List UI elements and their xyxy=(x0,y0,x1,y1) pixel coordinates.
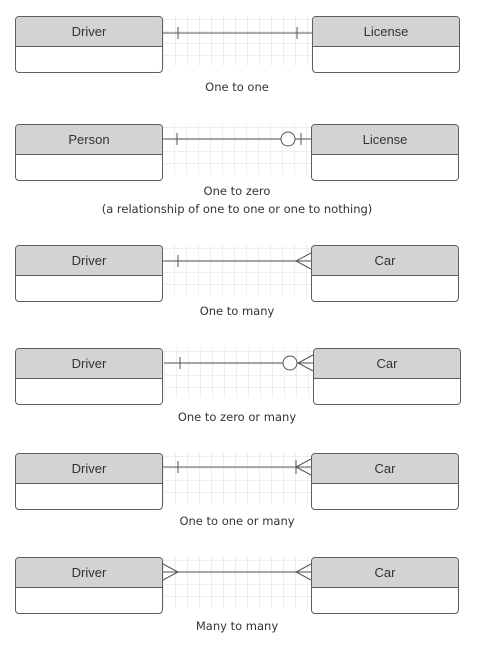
entity-name: Driver xyxy=(16,454,162,484)
entity-left[interactable]: Driver xyxy=(15,453,163,510)
zero-marker-right xyxy=(282,355,298,371)
relationship-caption: One to zero or many xyxy=(177,410,297,424)
entity-name: Car xyxy=(312,454,458,484)
grid-background xyxy=(163,16,312,66)
entity-right[interactable]: License xyxy=(311,124,459,181)
zero-marker-right xyxy=(280,131,296,147)
many-marker-right xyxy=(296,354,314,372)
entity-name: Driver xyxy=(16,349,162,379)
grid-background xyxy=(163,453,311,503)
connector-line[interactable] xyxy=(162,557,312,597)
many-marker-right xyxy=(294,458,312,476)
entity-name: License xyxy=(312,125,458,155)
entity-right[interactable]: Car xyxy=(311,453,459,510)
grid-background xyxy=(163,557,311,607)
entity-name: License xyxy=(313,17,459,47)
entity-name: Driver xyxy=(16,246,162,276)
relationship-caption: One to zero xyxy=(203,184,271,198)
entity-left[interactable]: Driver xyxy=(15,245,163,302)
entity-right[interactable]: Car xyxy=(313,348,461,405)
entity-name: Car xyxy=(312,246,458,276)
relationship-caption: One to many xyxy=(199,304,275,318)
many-marker-right xyxy=(294,563,312,581)
many-marker-left xyxy=(162,563,180,581)
relationship-caption: One to one or many xyxy=(179,514,295,528)
grid-background xyxy=(162,245,311,295)
connector-line[interactable] xyxy=(163,16,312,56)
entity-left[interactable]: Driver xyxy=(15,557,163,614)
entity-name: Driver xyxy=(16,17,162,47)
entity-name: Car xyxy=(312,558,458,588)
relationship-caption-detail: (a relationship of one to one or one to … xyxy=(101,202,373,216)
entity-left[interactable]: Driver xyxy=(15,16,163,73)
entity-name: Car xyxy=(314,349,460,379)
relationship-caption: One to one xyxy=(205,80,269,94)
entity-right[interactable]: Car xyxy=(311,245,459,302)
connector-line[interactable] xyxy=(164,348,314,388)
entity-left[interactable]: Person xyxy=(15,124,163,181)
many-marker-right xyxy=(294,252,312,270)
entity-right[interactable]: Car xyxy=(311,557,459,614)
entity-left[interactable]: Driver xyxy=(15,348,163,405)
connector-line[interactable] xyxy=(162,124,311,164)
entity-right[interactable]: License xyxy=(312,16,460,73)
connector-line[interactable] xyxy=(163,453,312,493)
relationship-caption: Many to many xyxy=(195,619,279,633)
entity-name: Person xyxy=(16,125,162,155)
connector-line[interactable] xyxy=(162,245,312,285)
entity-name: Driver xyxy=(16,558,162,588)
